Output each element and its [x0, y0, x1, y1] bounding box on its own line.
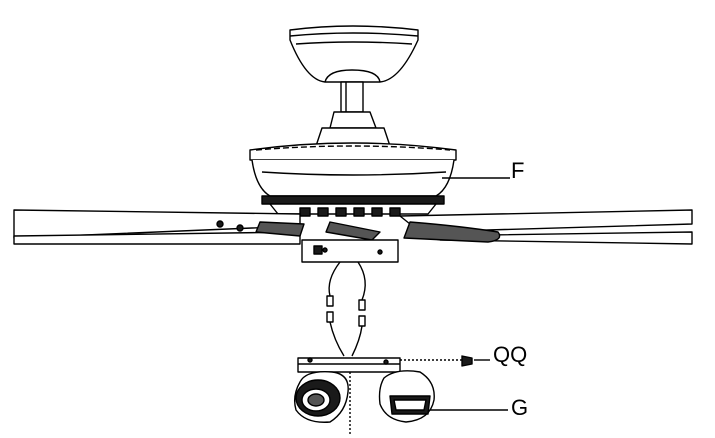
wire-connectors [326, 261, 366, 357]
blade-irons [299, 207, 401, 217]
downrod [315, 81, 391, 147]
canopy [289, 25, 419, 83]
motor-housing [249, 142, 457, 215]
callout-label-f: F [511, 158, 525, 183]
light-fixture-left [293, 371, 349, 423]
light-kit-plate [297, 355, 473, 373]
callout-label-g: G [511, 395, 529, 420]
switch-housing [301, 239, 399, 263]
callout-label-qq: QQ [493, 342, 528, 367]
fan-blades [13, 209, 693, 245]
light-fixture-right [378, 370, 435, 423]
